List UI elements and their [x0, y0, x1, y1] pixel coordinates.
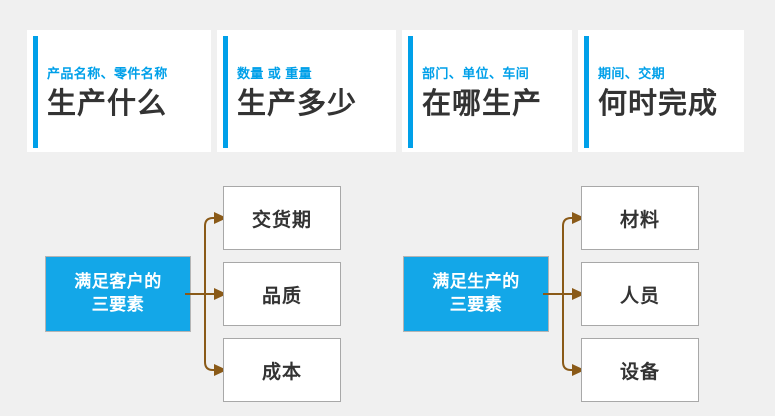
header-card-subtitle: 部门、单位、车间 — [422, 65, 530, 81]
diagram-group-customer: 满足客户的 三要素 交货期 品质 成本 — [45, 186, 345, 402]
header-card-produce-when[interactable]: 期间、交期 何时完成 — [578, 30, 744, 152]
leaf-node[interactable]: 材料 — [581, 186, 699, 250]
leaf-node[interactable]: 品质 — [223, 262, 341, 326]
header-card-subtitle: 数量 或 重量 — [237, 65, 313, 81]
header-card-subtitle: 产品名称、零件名称 — [47, 65, 168, 81]
header-card-produce-what[interactable]: 产品名称、零件名称 生产什么 — [27, 30, 211, 152]
header-card-title: 生产多少 — [237, 87, 358, 120]
header-card-produce-how-many[interactable]: 数量 或 重量 生产多少 — [217, 30, 396, 152]
hub-label-line1: 满足生产的 — [432, 272, 520, 292]
diagram-group-production: 满足生产的 三要素 材料 人员 设备 — [403, 186, 703, 402]
hub-node-customer[interactable]: 满足客户的 三要素 — [45, 256, 191, 332]
header-card-title: 在哪生产 — [422, 87, 543, 120]
hub-node-production[interactable]: 满足生产的 三要素 — [403, 256, 549, 332]
header-card-produce-where[interactable]: 部门、单位、车间 在哪生产 — [402, 30, 572, 152]
header-card-title: 何时完成 — [598, 87, 719, 120]
hub-label-line2: 三要素 — [449, 295, 503, 314]
hub-label-line1: 满足客户的 — [74, 272, 162, 292]
accent-bar-icon — [223, 36, 228, 148]
accent-bar-icon — [408, 36, 413, 148]
header-card-subtitle: 期间、交期 — [598, 65, 666, 81]
hub-label-line2: 三要素 — [91, 295, 145, 314]
leaf-node[interactable]: 人员 — [581, 262, 699, 326]
leaf-node[interactable]: 交货期 — [223, 186, 341, 250]
accent-bar-icon — [584, 36, 589, 148]
header-card-title: 生产什么 — [47, 87, 168, 120]
leaf-node[interactable]: 成本 — [223, 338, 341, 402]
leaf-node[interactable]: 设备 — [581, 338, 699, 402]
accent-bar-icon — [33, 36, 38, 148]
header-band: 产品名称、零件名称 生产什么 数量 或 重量 生产多少 部门、单位、车间 在哪生… — [27, 30, 744, 152]
